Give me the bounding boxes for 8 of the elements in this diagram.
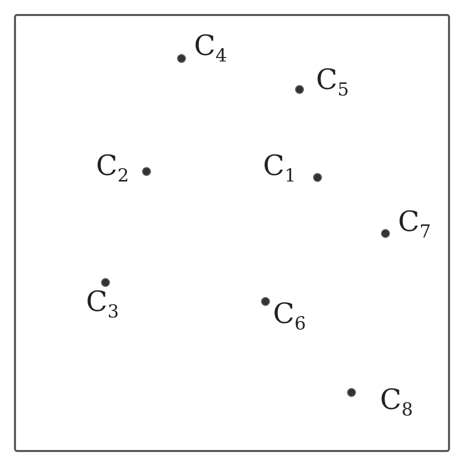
point-label: C$_{1}$: [263, 152, 296, 186]
point-label: C$_{5}$: [316, 66, 349, 100]
point-label: C$_{8}$: [380, 386, 413, 420]
point-label: C$_{2}$: [96, 152, 129, 186]
point-label: C$_{4}$: [194, 32, 227, 66]
point-label: C$_{3}$: [86, 288, 119, 322]
point-label: C$_{7}$: [398, 208, 431, 242]
point-label: C$_{6}$: [273, 300, 306, 334]
